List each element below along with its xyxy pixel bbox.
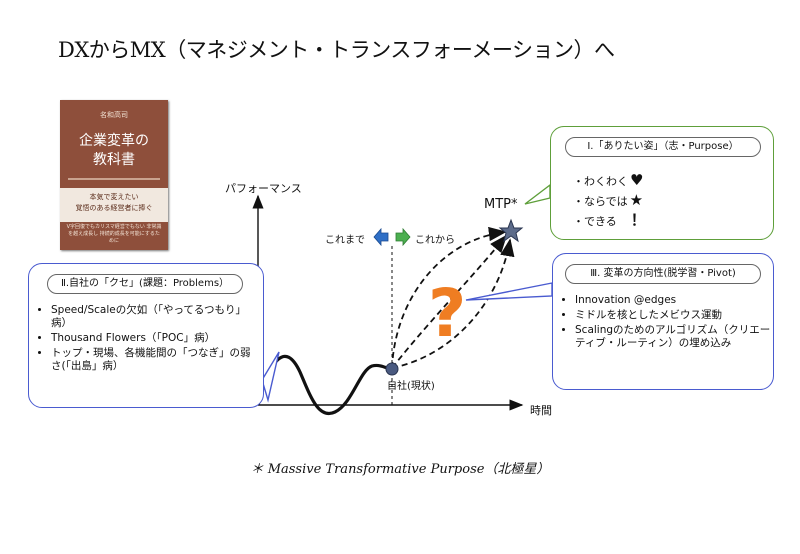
footer-note: ＊ Massive Transformative Purpose（北極星） (250, 462, 550, 477)
before-label: これまで (325, 235, 365, 246)
book-title-line1: 企業変革の (79, 133, 149, 149)
x-axis-label: 時間 (530, 404, 552, 417)
path-to-mtp-1 (391, 226, 507, 369)
pivot-item: ミドルを核としたメビウス運動 (575, 309, 771, 322)
pivot-box: Ⅲ. 変革の方向性(脱学習・Pivot) Innovation @edges ミ… (552, 253, 774, 390)
star-icon: ★ (629, 191, 644, 209)
purpose-item: ・わくわく♥ (573, 171, 644, 189)
problems-item: トップ・現場、各機能間の「つなぎ」の弱さ(「出島」病） (51, 347, 256, 373)
current-position-label: 自社(現状) (387, 381, 435, 392)
question-mark-icon: ? (428, 275, 466, 352)
problems-box-tail (261, 351, 280, 403)
pivot-item: Innovation @edges (575, 294, 771, 307)
page-title: DXからMX（マネジメント・トランスフォーメーション）へ (58, 38, 615, 62)
purpose-box-header: Ⅰ.「ありたい姿」（志・Purpose） (565, 137, 761, 157)
mtp-star-icon (498, 218, 524, 243)
book-subtext: V字回復でもカリスマ経営でもない 非常識を越え成長し 持続的成長を可能にするため… (66, 224, 162, 244)
problems-item: Thousand Flowers（「POC」病） (51, 332, 256, 345)
y-axis-label: パフォーマンス (225, 182, 302, 195)
problems-box: Ⅱ.自社の「クセ」(課題：Problems） Speed/Scaleの欠如（「や… (28, 263, 264, 408)
problems-list: Speed/Scaleの欠如（「やってるつもり」病） Thousand Flow… (35, 304, 256, 375)
purpose-item: ・できる！ (573, 211, 646, 229)
book-title: 企業変革の 教科書 (60, 132, 168, 170)
after-label: これから (415, 235, 455, 246)
book-band: 本気で変えたい 覚悟のある経営者に捧ぐ (60, 188, 168, 222)
pivot-box-tail (465, 282, 553, 301)
current-position-dot (385, 362, 399, 376)
purpose-box-tail (524, 183, 551, 205)
arrow-left-blue-icon (373, 227, 389, 247)
problems-item: Speed/Scaleの欠如（「やってるつもり」病） (51, 304, 256, 330)
book-divider (68, 178, 160, 180)
exclamation-icon: ！ (630, 211, 646, 229)
arrow-right-green-icon (395, 227, 411, 247)
purpose-item: ・ならでは★ (573, 191, 644, 209)
book-band-line1: 本気で変えたい (89, 193, 139, 201)
path-to-mtp-2 (391, 234, 508, 369)
mtp-label: MTP* (484, 197, 518, 212)
purpose-box: Ⅰ.「ありたい姿」（志・Purpose） ・わくわく♥ ・ならでは★ ・できる！ (550, 126, 774, 240)
purpose-list: ・わくわく♥ ・ならでは★ ・できる！ (573, 171, 646, 231)
path-to-mtp-3 (391, 238, 515, 369)
book-band-line2: 覚悟のある経営者に捧ぐ (75, 204, 153, 212)
problems-box-header: Ⅱ.自社の「クセ」(課題：Problems） (47, 274, 243, 294)
pivot-list: Innovation @edges ミドルを核としたメビウス運動 Scaling… (559, 294, 771, 352)
pivot-item: Scalingのためのアルゴリズム（クリエーティブ・ルーティン）の埋め込み (575, 324, 771, 350)
pivot-box-header: Ⅲ. 変革の方向性(脱学習・Pivot) (565, 264, 761, 284)
book-author: 名和高司 (100, 111, 128, 119)
book-title-line2: 教科書 (93, 152, 135, 168)
heart-icon: ♥ (630, 171, 644, 189)
book-cover-image: 名和高司 企業変革の 教科書 本気で変えたい 覚悟のある経営者に捧ぐ V字回復で… (60, 100, 168, 250)
performance-wave (256, 354, 393, 416)
